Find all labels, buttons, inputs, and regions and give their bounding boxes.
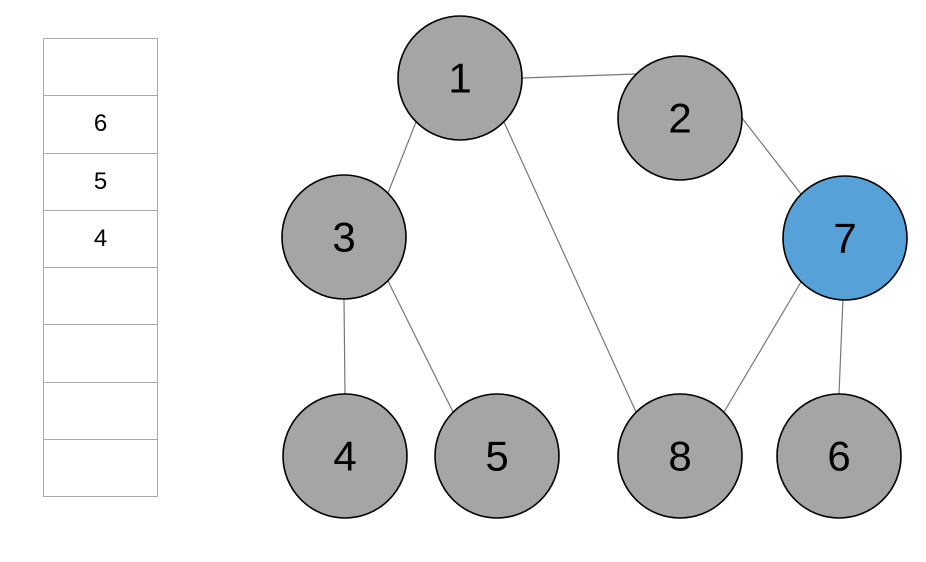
graph-node-7[interactable]: 7	[782, 175, 908, 301]
node-circle-2[interactable]	[617, 55, 743, 181]
graph-node-4[interactable]: 4	[282, 393, 408, 519]
node-circle-4[interactable]	[282, 393, 408, 519]
stack-cell-0	[44, 39, 157, 97]
edge-1-8	[503, 121, 637, 413]
stack-cell-2: 5	[44, 154, 157, 211]
node-label-7: 7	[833, 215, 856, 262]
edge-7-8	[723, 281, 802, 413]
graph-node-8[interactable]: 8	[617, 393, 743, 519]
stack-cell-1: 6	[44, 96, 157, 154]
stack-cell-5	[44, 325, 157, 383]
node-circle-8[interactable]	[617, 393, 743, 519]
graph-node-2[interactable]: 2	[617, 55, 743, 181]
node-circle-6[interactable]	[776, 393, 902, 519]
edge-3-4	[343, 298, 346, 395]
node-label-6: 6	[827, 433, 850, 480]
node-circle-7-highlighted[interactable]	[782, 175, 908, 301]
graph-node-5[interactable]: 5	[434, 393, 560, 519]
node-circle-5[interactable]	[434, 393, 560, 519]
stack-cell-3: 4	[44, 211, 157, 268]
node-circle-1[interactable]	[397, 15, 523, 141]
node-circle-3[interactable]	[281, 174, 407, 300]
stack-cell-6	[44, 383, 157, 440]
edge-3-5	[387, 280, 454, 413]
edge-2-7	[741, 117, 802, 195]
node-label-2: 2	[668, 95, 691, 142]
stack-cell-4	[44, 268, 157, 326]
node-label-3: 3	[332, 214, 355, 261]
node-label-8: 8	[668, 433, 691, 480]
graph-node-1[interactable]: 1	[397, 15, 523, 141]
node-label-1: 1	[448, 55, 471, 102]
node-label-5: 5	[485, 433, 508, 480]
edge-1-2	[521, 73, 637, 79]
edge-1-3	[387, 121, 417, 194]
graph-node-3[interactable]: 3	[281, 174, 407, 300]
node-label-4: 4	[333, 433, 356, 480]
graph-node-6[interactable]: 6	[776, 393, 902, 519]
edge-7-6	[838, 297, 844, 395]
